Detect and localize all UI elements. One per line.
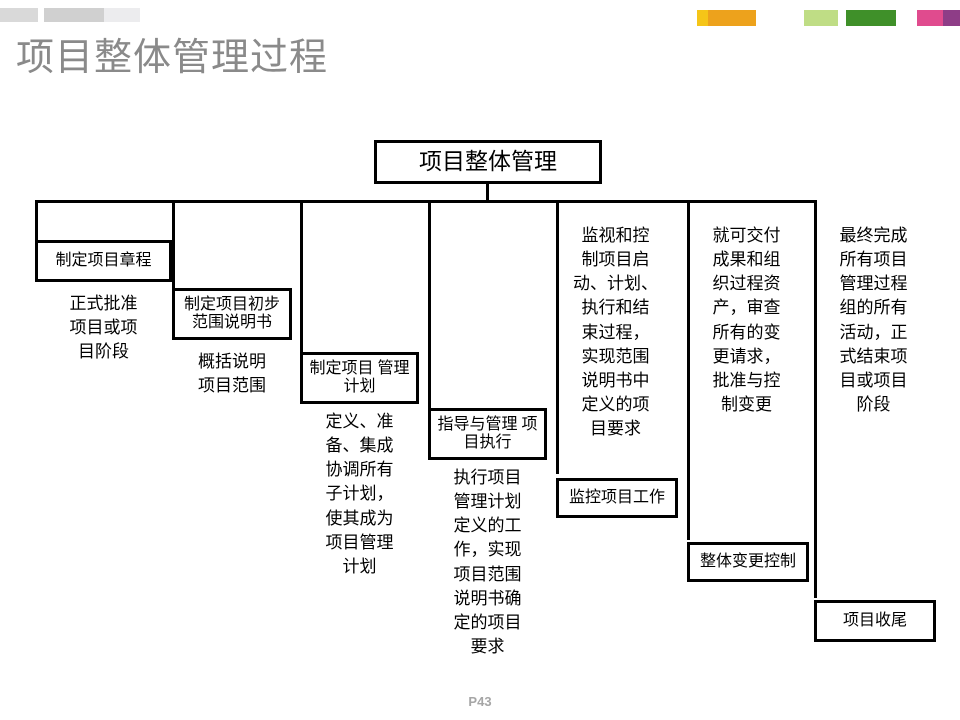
root-node-project-integration-management: 项目整体管理 xyxy=(374,140,602,184)
node-description-develop-project-charter: 正式批准 项目或项 目阶段 xyxy=(69,294,138,362)
header-decoration-gray-bar-3 xyxy=(104,8,140,22)
page-title: 项目整体管理过程 xyxy=(16,37,329,79)
connector-drop-n7 xyxy=(814,200,817,598)
node-box-develop-preliminary-scope-statement: 制定项目初步 范围说明书 xyxy=(172,288,292,340)
node-box-monitor-and-control-project-work: 监控项目工作 xyxy=(556,478,678,518)
header-decoration-light-green-bar xyxy=(804,10,838,26)
connector-drop-n3 xyxy=(300,200,303,358)
node-description-develop-preliminary-scope-statement: 概括说明 项目范围 xyxy=(198,352,266,396)
node-description-develop-project-management-plan: 定义、准 备、集成 协调所有 子计划， 使其成为 项目管理 计划 xyxy=(325,412,394,576)
node-box-close-project: 项目收尾 xyxy=(814,600,936,642)
connector-drop-n4 xyxy=(428,200,431,412)
header-decoration-purple-bar xyxy=(943,10,960,26)
node-description-monitor-and-control-project-work: 监视和控 制项目启 动、计划、 执行和结 束过程， 实现范围 说明书中 定义的项… xyxy=(573,226,658,438)
connector-root-stem xyxy=(486,184,489,203)
header-decoration-gray-bar-2 xyxy=(44,8,104,22)
header-decoration-pink-bar xyxy=(917,10,943,26)
node-box-direct-and-manage-project-execution: 指导与管理 项目执行 xyxy=(428,408,547,460)
header-decoration-orange-bar xyxy=(708,10,756,26)
node-box-integrated-change-control: 整体变更控制 xyxy=(687,542,809,582)
connector-drop-n2 xyxy=(172,200,175,292)
connector-drop-n6 xyxy=(687,200,690,540)
node-description-close-project: 最终完成 所有项目 管理过程 组的所有 活动，正 式结束项 目或项目 阶段 xyxy=(839,226,908,414)
node-box-develop-project-management-plan: 制定项目 管理计划 xyxy=(300,352,419,404)
page-number: P43 xyxy=(468,694,492,709)
node-description-direct-and-manage-project-execution: 执行项目 管理计划 定义的工 作，实现 项目范围 说明书确 定的项目 要求 xyxy=(453,468,522,656)
header-decoration-dark-green-bar xyxy=(846,10,896,26)
node-description-integrated-change-control: 就可交付 成果和组 织过程资 产，审查 所有的变 更请求， 批准与控 制变更 xyxy=(712,226,781,414)
connector-horizontal-bar xyxy=(35,200,817,203)
header-decoration-yellow-bar xyxy=(697,10,708,26)
connector-drop-n1 xyxy=(35,200,38,248)
node-box-develop-project-charter: 制定项目章程 xyxy=(35,240,172,282)
connector-drop-n5 xyxy=(556,200,559,474)
header-decoration-gray-bar-1 xyxy=(0,8,38,22)
